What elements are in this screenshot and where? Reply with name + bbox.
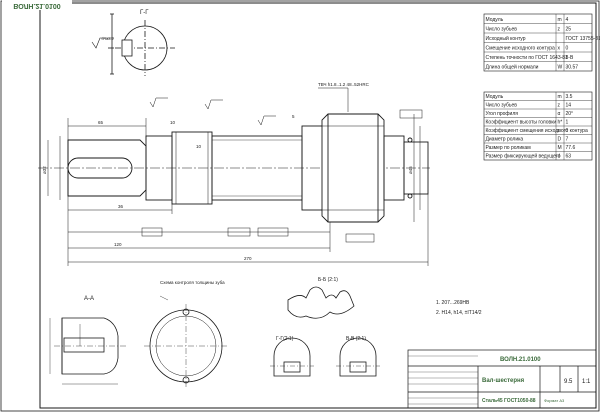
title-format: Формат А3 <box>544 398 565 403</box>
note-2: 2. H14, h14, ±IT14/2 <box>436 310 482 316</box>
gear-control-view <box>144 295 228 388</box>
table1-cell: ГОСТ 13755-81 <box>566 36 600 42</box>
table1-cell: Исходный контур <box>486 35 526 42</box>
view-g: Г-Г √Ra3.2 <box>91 10 175 76</box>
view-d <box>336 337 380 377</box>
dim-l1: 65 <box>98 120 104 125</box>
gear-control-label: Схема контроля толщины зуба <box>160 280 225 285</box>
title-scale: 1:1 <box>582 379 591 385</box>
table2-cell: Угол профиля <box>486 111 519 117</box>
table2-cell: Диаметр ролика <box>486 137 524 143</box>
table2-cell: 20° <box>566 111 574 117</box>
table1-cell: m <box>558 17 562 23</box>
table2-cell: m <box>558 94 562 100</box>
table1-cell: 0 <box>566 46 569 52</box>
table2-cell: 77.6 <box>566 145 576 151</box>
note-1: 1. 207...269НВ <box>436 300 470 306</box>
view-d-label: В-В (2:1) <box>346 336 366 342</box>
dim-l3: 270 <box>244 256 252 261</box>
dim-l2: 120 <box>114 242 122 247</box>
dim-k2: 10 <box>196 144 202 149</box>
table2-cell: 0 <box>566 128 569 134</box>
title-block <box>407 349 597 409</box>
tooth-spec-label: ТВЧ h1.8..1.2 48..52HRC <box>318 82 370 87</box>
table2-cell: z <box>558 103 561 109</box>
table2-cell: 1 <box>566 120 569 126</box>
title-drawing-code: ВОЛН.21.0100 <box>500 357 541 363</box>
table2-cell: 3.5 <box>566 94 573 100</box>
top-drawing-code: ВОЛН.21.0100 <box>2 0 72 10</box>
table1-cell: Степень точности по ГОСТ 1643-81 <box>486 55 569 61</box>
table2-cell: h* <box>558 120 563 126</box>
view-a <box>49 317 126 385</box>
table2-cell: Модуль <box>486 94 504 100</box>
table1-cell: 4 <box>566 17 569 23</box>
view-b-label: Б-Б (2:1) <box>318 277 338 283</box>
view-b <box>287 286 355 319</box>
table1-cell: Модуль <box>486 17 504 23</box>
table2-cell: 14 <box>566 103 572 109</box>
table1-cell: Длина общей нормали <box>486 64 539 71</box>
dim-k1: 5 <box>292 114 295 119</box>
table2-cell: Число зубьев <box>486 103 518 109</box>
svg-text:√Ra3.2: √Ra3.2 <box>101 36 115 41</box>
view-g-label: Г-Г <box>140 10 149 16</box>
table1-cell: 30.57 <box>566 65 579 71</box>
table2-cell: M <box>558 145 562 151</box>
table1-cell: x <box>558 46 561 52</box>
inner-frame <box>39 2 597 409</box>
table2-cell: d <box>558 154 561 160</box>
table2-cell: D <box>558 137 562 143</box>
table2-cell: Коэффициент высоты головки <box>486 120 557 126</box>
table1-cell: 25 <box>566 27 572 33</box>
table1-cell: 8-В <box>566 55 574 61</box>
dim-c1: 10 <box>170 120 176 125</box>
main-shaft-view <box>38 87 430 266</box>
table2-cell: Размер фиксирующей ведущего <box>486 153 561 160</box>
view-c-label: Г-Г(2:1) <box>276 336 294 342</box>
table2-cell: α <box>558 111 561 117</box>
table2-cell: Размер по роликам <box>486 145 532 151</box>
table2-cell: x <box>558 128 561 134</box>
dim-l4: 36 <box>118 204 124 209</box>
title-material: Сталь45 ГОСТ1050-88 <box>482 398 536 404</box>
dim-d1: ø32 <box>42 166 47 174</box>
table1-cell: Число зубьев <box>486 27 518 33</box>
title-part-name: Вал-шестерня <box>482 378 525 384</box>
view-a-label: А-А <box>84 296 94 302</box>
table1-cell: z <box>558 27 561 33</box>
table2-cell: 63 <box>566 154 572 160</box>
view-c <box>270 337 314 377</box>
dim-d4: ø45 <box>408 166 413 174</box>
table1-cell: Смещение исходного контура <box>486 46 555 52</box>
table2-cell: Коэффициент смещения исходного контура <box>486 128 588 134</box>
table1-cell: W <box>558 65 563 71</box>
table2-cell: 7 <box>566 137 569 143</box>
title-mass: 9.5 <box>564 379 573 385</box>
